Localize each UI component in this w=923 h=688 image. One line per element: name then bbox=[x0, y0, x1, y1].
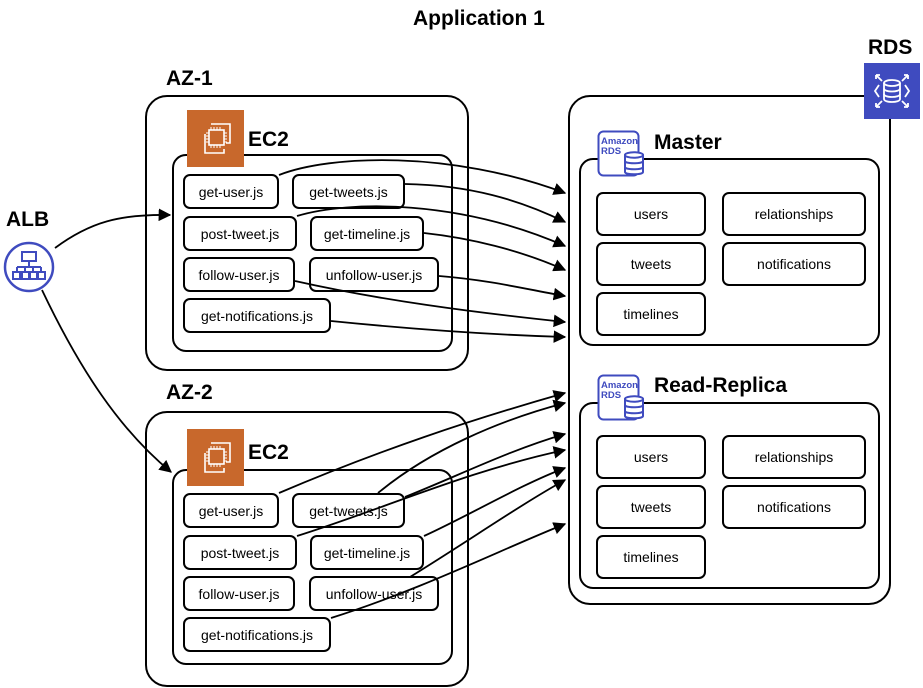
az2-fn-get-tweets[interactable]: get-tweets.js bbox=[292, 493, 405, 528]
az2-fn-unfollow-user[interactable]: unfollow-user.js bbox=[309, 576, 439, 611]
amazon-text: Amazon bbox=[601, 136, 638, 147]
master-label: Master bbox=[654, 131, 722, 154]
master-table-notifications[interactable]: notifications bbox=[722, 242, 866, 286]
ec2-icon bbox=[187, 429, 244, 486]
replica-table-timelines[interactable]: timelines bbox=[596, 535, 706, 579]
az1-fn-unfollow-user[interactable]: unfollow-user.js bbox=[309, 257, 439, 292]
az2-fn-follow-user[interactable]: follow-user.js bbox=[183, 576, 295, 611]
az1-fn-get-timeline[interactable]: get-timeline.js bbox=[310, 216, 424, 251]
rds-service-icon bbox=[864, 63, 920, 119]
rds-text: RDS bbox=[601, 146, 621, 157]
az1-fn-follow-user[interactable]: follow-user.js bbox=[183, 257, 295, 292]
replica-table-notifications[interactable]: notifications bbox=[722, 485, 866, 529]
az2-fn-get-timeline[interactable]: get-timeline.js bbox=[310, 535, 424, 570]
az2-label: AZ-2 bbox=[166, 381, 213, 404]
replica-table-relationships[interactable]: relationships bbox=[722, 435, 866, 479]
master-table-timelines[interactable]: timelines bbox=[596, 292, 706, 336]
amazon-rds-icon: Amazon RDS bbox=[597, 130, 645, 178]
rds-text: RDS bbox=[601, 390, 621, 401]
master-table-tweets[interactable]: tweets bbox=[596, 242, 706, 286]
az1-ec2-label: EC2 bbox=[248, 128, 289, 151]
az1-fn-get-tweets[interactable]: get-tweets.js bbox=[292, 174, 405, 209]
replica-table-users[interactable]: users bbox=[596, 435, 706, 479]
load-balancer-icon bbox=[3, 241, 55, 293]
alb-label: ALB bbox=[6, 208, 50, 231]
master-table-relationships[interactable]: relationships bbox=[722, 192, 866, 236]
master-table-users[interactable]: users bbox=[596, 192, 706, 236]
az1-fn-post-tweet[interactable]: post-tweet.js bbox=[183, 216, 297, 251]
amazon-rds-icon: Amazon RDS bbox=[597, 374, 645, 422]
az2-fn-get-user[interactable]: get-user.js bbox=[183, 493, 279, 528]
ec2-icon bbox=[187, 110, 244, 167]
rds-label: RDS bbox=[868, 36, 913, 59]
replica-table-tweets[interactable]: tweets bbox=[596, 485, 706, 529]
az1-label: AZ-1 bbox=[166, 67, 213, 90]
read-replica-label: Read-Replica bbox=[654, 374, 788, 397]
diagram-title: Application 1 bbox=[413, 7, 545, 30]
az1-fn-get-user[interactable]: get-user.js bbox=[183, 174, 279, 209]
az2-fn-get-notifications[interactable]: get-notifications.js bbox=[183, 617, 331, 652]
az2-fn-post-tweet[interactable]: post-tweet.js bbox=[183, 535, 297, 570]
amazon-text: Amazon bbox=[601, 380, 638, 391]
az2-ec2-label: EC2 bbox=[248, 441, 289, 464]
az1-fn-get-notifications[interactable]: get-notifications.js bbox=[183, 298, 331, 333]
